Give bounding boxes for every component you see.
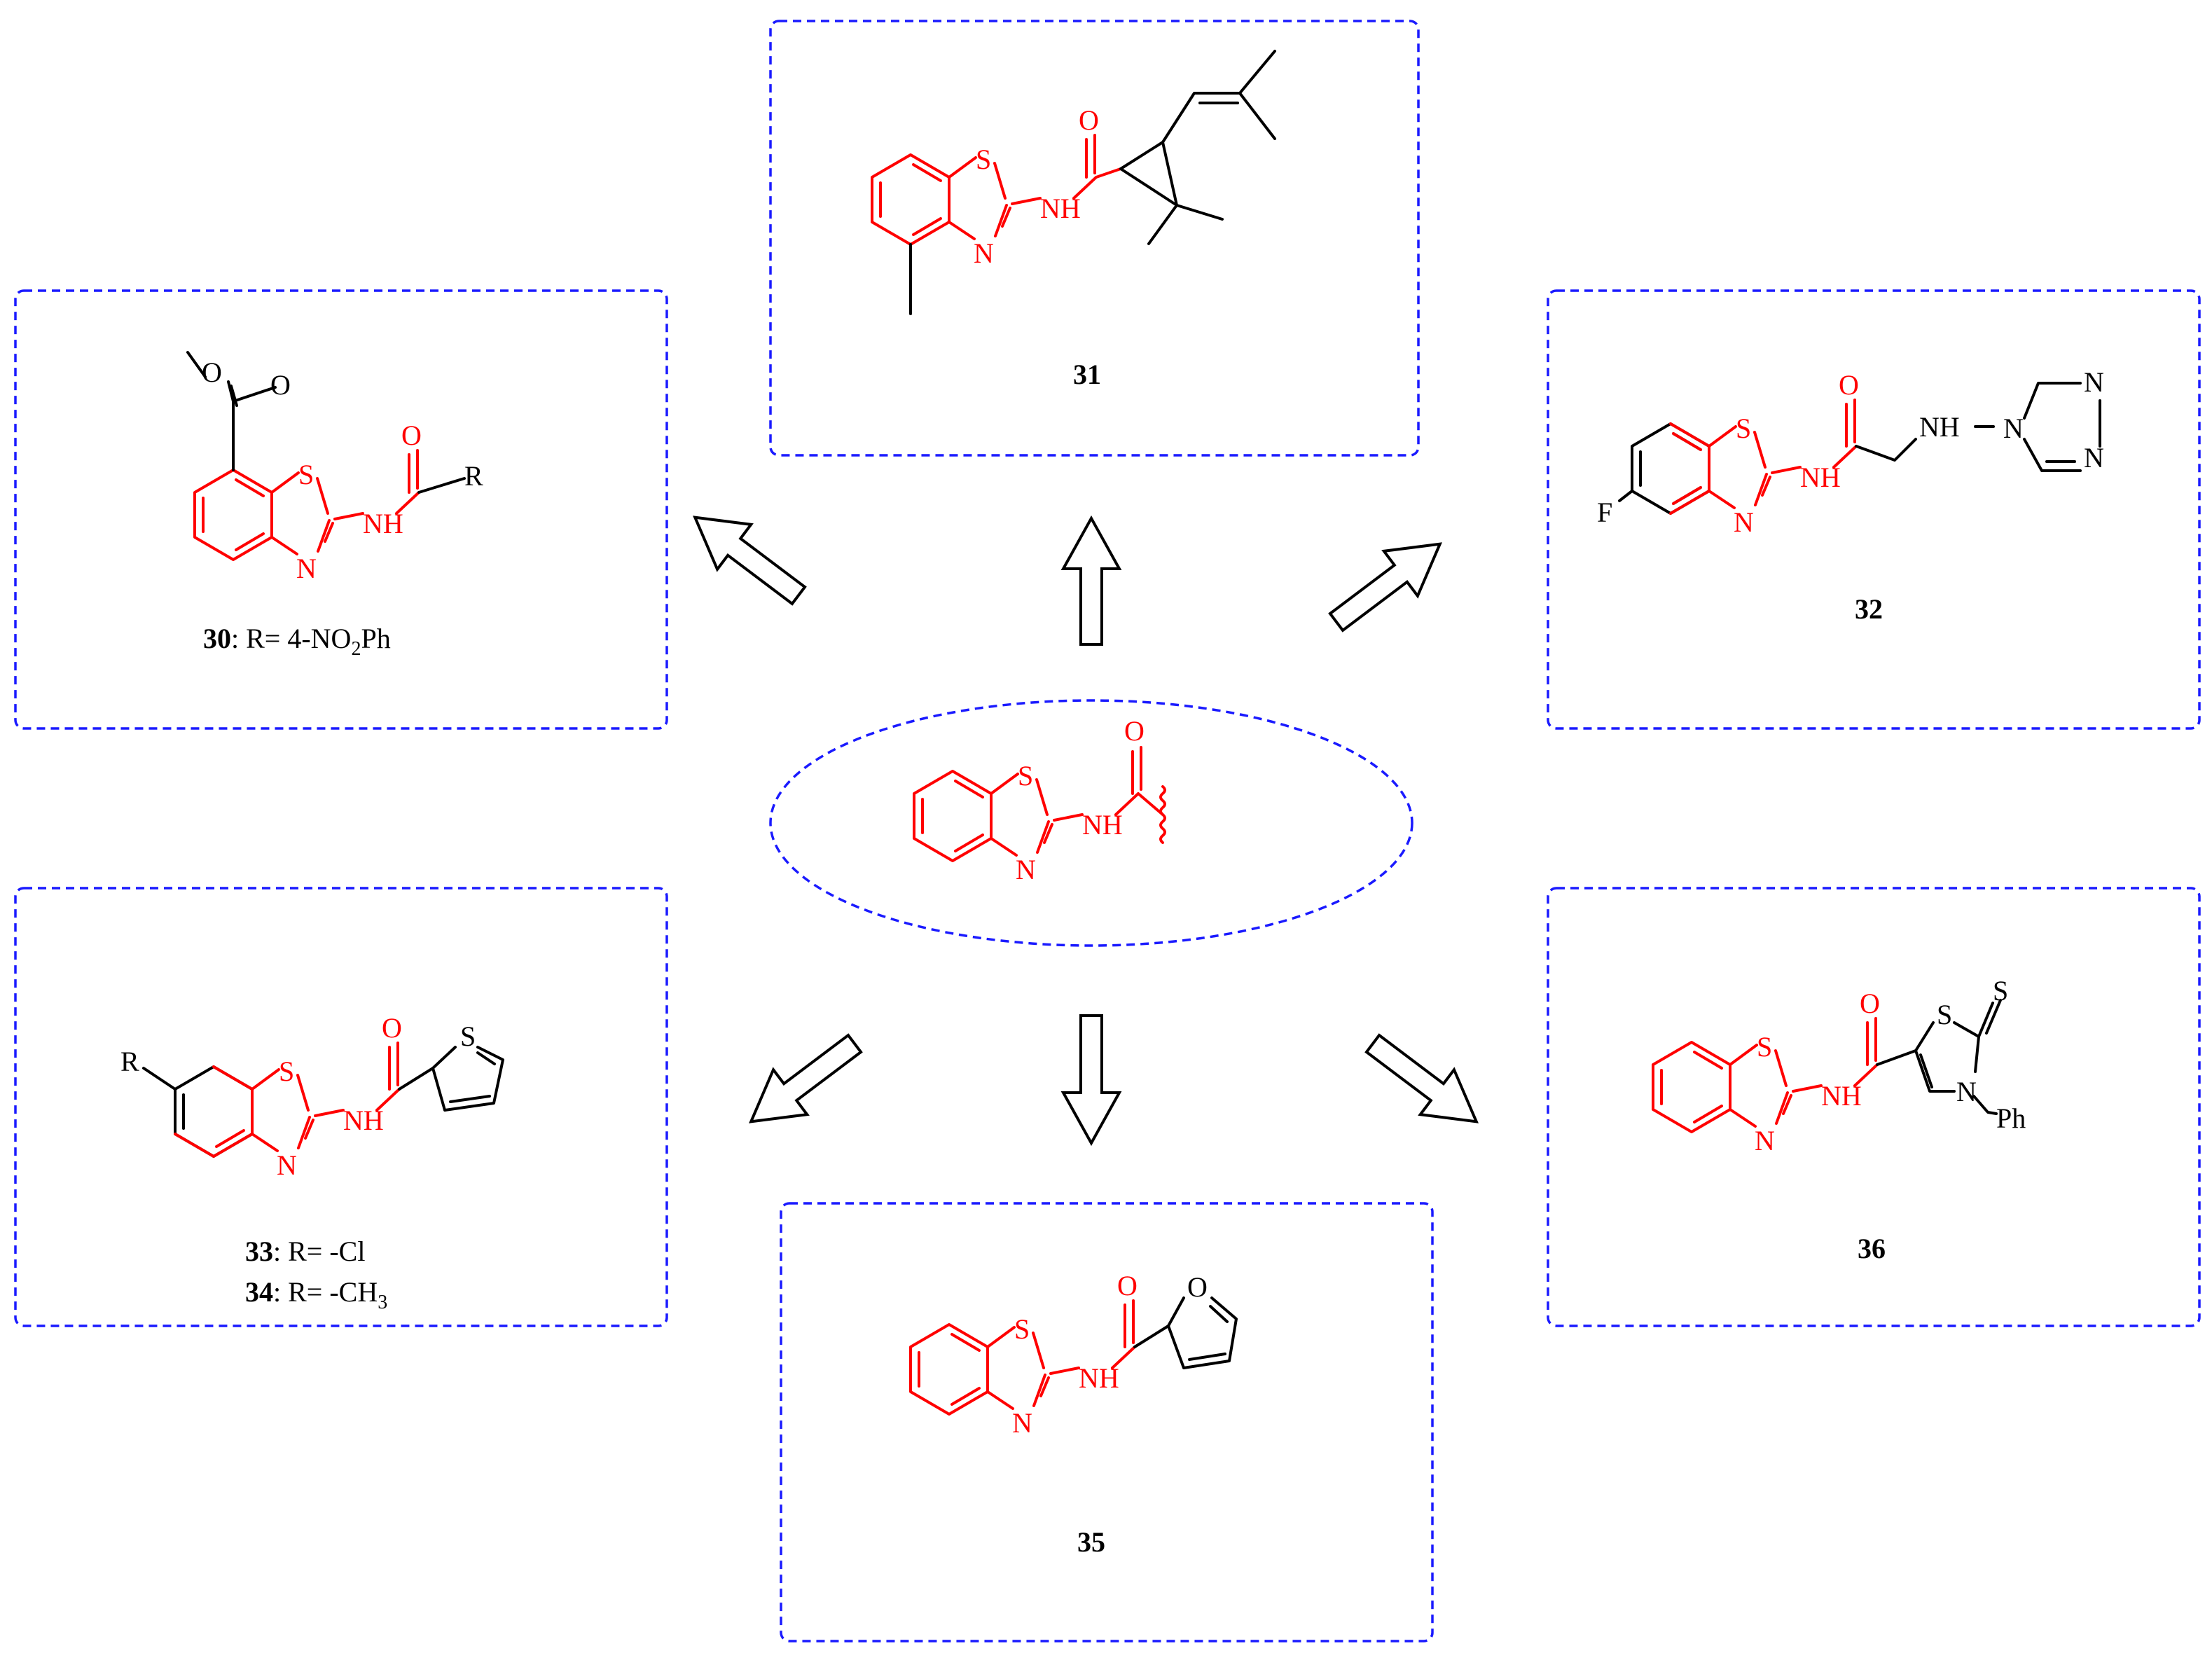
compound-30-r-sub: 2 <box>351 638 361 660</box>
compound-34-r-prefix: : R= -CH <box>273 1276 378 1308</box>
c33-oxygen-label: O <box>382 1012 402 1044</box>
compound-34-number: 34 <box>245 1276 273 1308</box>
compound-36-number: 36 <box>1858 1233 1886 1264</box>
c32-triazole-n4-label: N <box>2084 442 2104 473</box>
compound-35-structure: S N NH O O <box>909 1270 1238 1439</box>
c30-ester-oxygen: O <box>202 357 222 388</box>
compound-30-number: 30 <box>203 623 231 654</box>
arrows <box>693 515 1479 1147</box>
c30-amide-oxygen-label: O <box>401 420 422 451</box>
c33-sulfur-label: S <box>279 1056 294 1087</box>
c36-nitrogen-label: N <box>1755 1125 1775 1156</box>
c36-phenyl-label: Ph <box>1996 1102 2026 1134</box>
compound-32-structure: F S N NH O NH N N N <box>1597 366 2104 538</box>
frame-compound-31 <box>769 20 1420 457</box>
c32-triazole-n3-label: N <box>2084 366 2104 398</box>
c32-nitrogen-label: N <box>1734 506 1754 538</box>
c30-r-group-label: R <box>464 460 483 492</box>
c36-sulfur-label: S <box>1757 1031 1772 1063</box>
core-amide-nh-label: NH <box>1082 809 1123 841</box>
c36-oxygen-label: O <box>1860 988 1880 1019</box>
compound-34-caption: 34: R= -CH3 <box>245 1276 387 1313</box>
c32-triazole-n1-label: N <box>2003 413 2024 444</box>
c33-r-group-label: R <box>120 1046 139 1077</box>
c33-nitrogen-label: N <box>277 1149 297 1181</box>
c32-sulfur-label: S <box>1736 413 1751 444</box>
c36-thione-sulfur-label: S <box>1993 975 2008 1007</box>
c31-nitrogen-label: N <box>974 237 994 269</box>
core-sulfur-label: S <box>1018 760 1033 791</box>
c32-linker-nh-label: NH <box>1919 411 1960 443</box>
c36-ring-nitrogen-label: N <box>1956 1076 1977 1107</box>
frame-compound-35 <box>780 1202 1434 1642</box>
c36-amide-nh-label: NH <box>1821 1080 1862 1112</box>
core-scaffold-structure: S N NH O <box>913 715 1166 885</box>
arrow-down-right <box>1364 1033 1479 1123</box>
c32-amide-nh-label: NH <box>1800 462 1841 493</box>
frame-compound-32 <box>1547 289 2201 730</box>
arrow-down <box>1060 1014 1122 1147</box>
arrow-down-left <box>749 1033 863 1123</box>
arrow-up-left <box>693 516 807 606</box>
c30-sulfur-label: S <box>298 459 314 490</box>
compound-30-r-suffix: Ph <box>361 623 390 654</box>
frames <box>14 20 2201 1642</box>
compound-36-structure: S N NH O S S N Ph <box>1652 975 2026 1156</box>
compound-33-34-structure: R S N NH O S <box>120 1012 504 1181</box>
c32-oxygen-label: O <box>1839 369 1859 401</box>
c35-furan-oxygen-label: O <box>1187 1271 1208 1303</box>
frame-core-scaffold <box>769 699 1413 947</box>
frame-compound-30 <box>14 289 668 730</box>
c31-amide-nh-label: NH <box>1040 193 1081 224</box>
arrow-up <box>1060 515 1122 646</box>
compound-31-structure: S N NH O <box>871 50 1276 315</box>
compound-35-number: 35 <box>1077 1526 1105 1558</box>
core-oxygen-label: O <box>1124 715 1145 747</box>
c31-sulfur-label: S <box>976 144 991 175</box>
compound-32-number: 32 <box>1855 593 1883 625</box>
c35-oxygen-label: O <box>1117 1270 1138 1301</box>
c30-ester-carbonyl-oxygen: O <box>270 369 291 401</box>
c33-thiophene-sulfur-label: S <box>460 1021 476 1052</box>
compound-34-r-sub: 3 <box>378 1292 387 1313</box>
c36-ring-sulfur-label: S <box>1937 999 1952 1030</box>
compound-33-number: 33 <box>245 1236 273 1267</box>
frame-compound-36 <box>1547 887 2201 1327</box>
c30-amide-nh-label: NH <box>363 508 403 539</box>
compound-33-r-text: : R= -Cl <box>273 1236 365 1267</box>
c33-amide-nh-label: NH <box>343 1105 384 1136</box>
c35-sulfur-label: S <box>1014 1313 1030 1345</box>
c35-amide-nh-label: NH <box>1079 1362 1119 1394</box>
core-nitrogen-label: N <box>1016 854 1036 885</box>
compound-33-caption: 33: R= -Cl <box>245 1236 365 1267</box>
compound-30-r-prefix: : R= 4-NO <box>231 623 351 654</box>
compound-30-structure: S N NH O R O O <box>186 351 483 584</box>
c30-nitrogen-label: N <box>296 553 317 584</box>
arrow-up-right <box>1328 542 1442 632</box>
c32-fluorine-label: F <box>1597 497 1612 528</box>
c31-oxygen-label: O <box>1079 104 1099 136</box>
compound-31-number: 31 <box>1073 359 1101 390</box>
compound-30-caption: 30: R= 4-NO2Ph <box>203 623 391 660</box>
c35-nitrogen-label: N <box>1012 1407 1032 1439</box>
frame-compound-33-34 <box>14 887 668 1327</box>
